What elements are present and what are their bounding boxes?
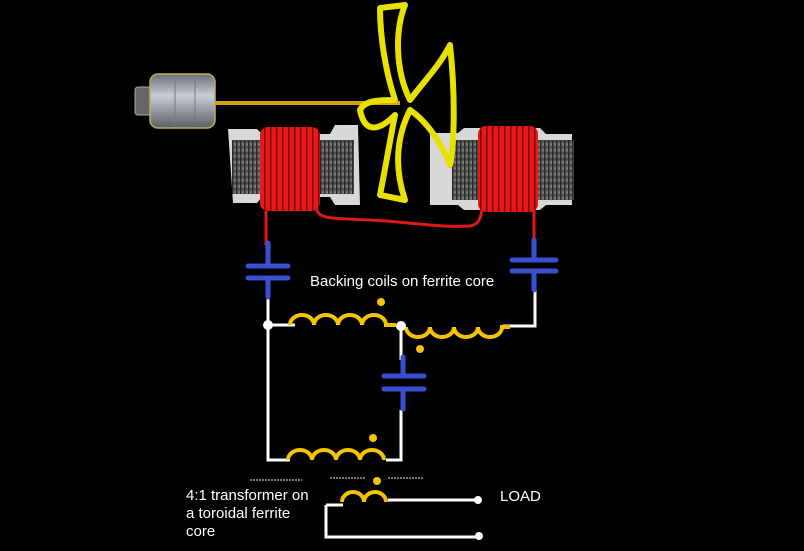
polarity-dots — [369, 298, 424, 485]
transformer-label: 4:1 transformer on a toroidal ferrite co… — [186, 487, 309, 540]
shaft — [215, 101, 400, 105]
backing-coils-label: Backing coils on ferrite core — [310, 273, 495, 290]
inductor-top-right — [404, 325, 510, 339]
coil-right — [430, 126, 574, 240]
inductor-transformer-secondary — [340, 490, 388, 503]
circuit-wires — [266, 278, 537, 539]
inductor-top-left — [288, 313, 396, 327]
load-label: LOAD — [500, 488, 541, 505]
rotor-cross-icon — [357, 2, 457, 203]
motor-icon — [134, 73, 216, 129]
capacitor-right — [509, 237, 559, 293]
inductor-bottom — [286, 448, 386, 461]
capacitor-middle — [381, 354, 427, 412]
toroid-core-hint — [250, 477, 424, 481]
coil-left — [228, 125, 360, 245]
junction-nodes — [263, 320, 483, 540]
capacitor-left — [245, 240, 291, 300]
coil-link-wire — [314, 204, 484, 228]
